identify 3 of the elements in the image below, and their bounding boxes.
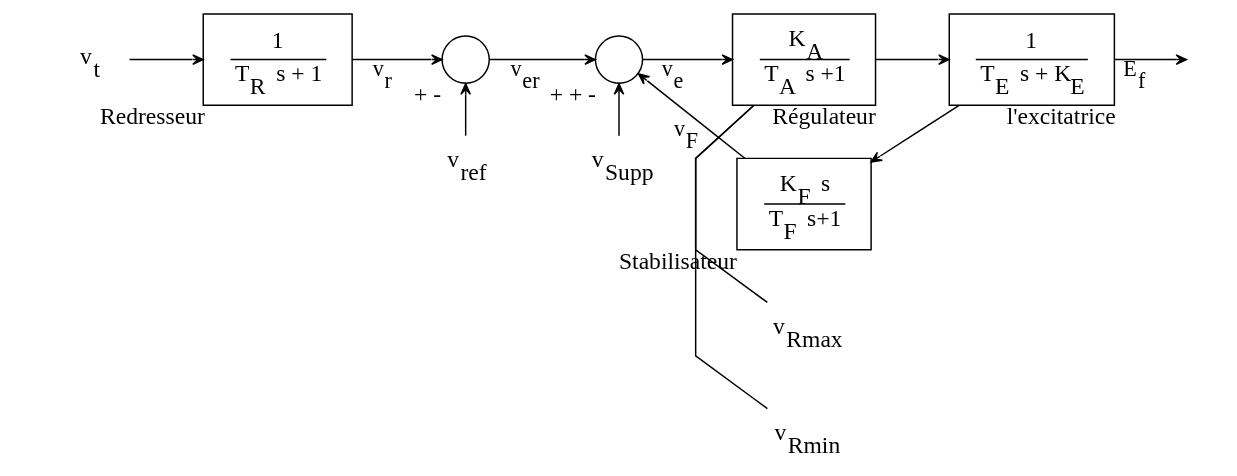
node-label: + - xyxy=(413,81,441,108)
node-label: + + - xyxy=(549,81,596,108)
node-label: Redresseur xyxy=(99,103,205,130)
